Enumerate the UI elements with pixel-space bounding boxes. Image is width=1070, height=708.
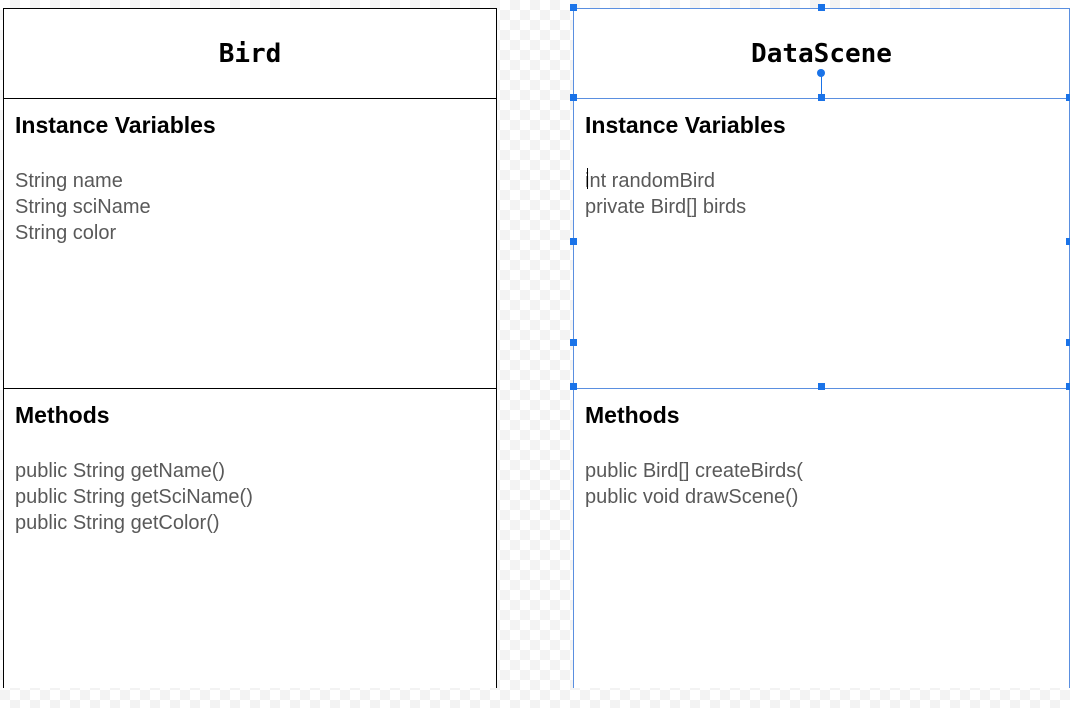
- rotation-handle-stem: [821, 75, 822, 97]
- methods-section[interactable]: Methods public String getName() public S…: [4, 388, 496, 708]
- resize-handle-bottom-left[interactable]: [570, 383, 577, 390]
- section-lines[interactable]: int randomBird private Bird[] birds: [585, 168, 746, 220]
- class-box-bird[interactable]: Bird Instance Variables String name Stri…: [3, 8, 497, 688]
- section-heading: Instance Variables: [15, 112, 216, 138]
- resize-handle-middle-left[interactable]: [570, 238, 577, 245]
- method-line: public String getSciName(): [15, 486, 253, 508]
- class-name: DataScene: [751, 39, 892, 69]
- section-lines: public String getName() public String ge…: [15, 458, 253, 536]
- method-line: public void drawScene(): [585, 486, 799, 508]
- section-heading: Instance Variables: [585, 112, 786, 138]
- method-line: public String getColor(): [15, 512, 220, 534]
- variable-line: String sciName: [15, 196, 151, 218]
- instance-variables-section[interactable]: Instance Variables String name String sc…: [4, 98, 496, 389]
- section-lines: String name String sciName String color: [15, 168, 151, 246]
- instance-variables-section[interactable]: Instance Variables int randomBird privat…: [574, 98, 1069, 389]
- section-heading: Methods: [15, 402, 110, 428]
- variable-line: String color: [15, 222, 117, 244]
- section-heading: Methods: [585, 402, 680, 428]
- box-handle-right[interactable]: [1066, 339, 1070, 346]
- class-name: Bird: [218, 39, 282, 69]
- box-handle-left[interactable]: [570, 339, 577, 346]
- rotation-handle[interactable]: [817, 69, 825, 77]
- methods-section[interactable]: Methods public Bird[] createBirds( publi…: [574, 388, 1069, 708]
- class-title-cell[interactable]: DataScene: [574, 9, 1069, 99]
- section-lines: public Bird[] createBirds( public void d…: [585, 458, 803, 510]
- variable-line: String name: [15, 170, 123, 192]
- resize-handle-top-left[interactable]: [570, 94, 577, 101]
- method-line: public String getName(): [15, 460, 226, 482]
- class-title-cell[interactable]: Bird: [4, 9, 496, 99]
- method-line: public Bird[] createBirds(: [585, 460, 803, 482]
- text-caret: [587, 168, 588, 189]
- variable-line[interactable]: int randomBird: [585, 170, 716, 192]
- resize-handle-middle-right[interactable]: [1066, 238, 1070, 245]
- box-handle-top-middle[interactable]: [818, 4, 825, 11]
- resize-handle-top-middle[interactable]: [818, 94, 825, 101]
- resize-handle-top-right[interactable]: [1066, 94, 1070, 101]
- resize-handle-bottom-middle[interactable]: [818, 383, 825, 390]
- box-handle-top-left[interactable]: [570, 4, 577, 11]
- class-box-datascene[interactable]: DataScene Instance Variables int randomB…: [573, 8, 1070, 688]
- variable-line[interactable]: private Bird[] birds: [585, 196, 747, 218]
- resize-handle-bottom-right[interactable]: [1066, 383, 1070, 390]
